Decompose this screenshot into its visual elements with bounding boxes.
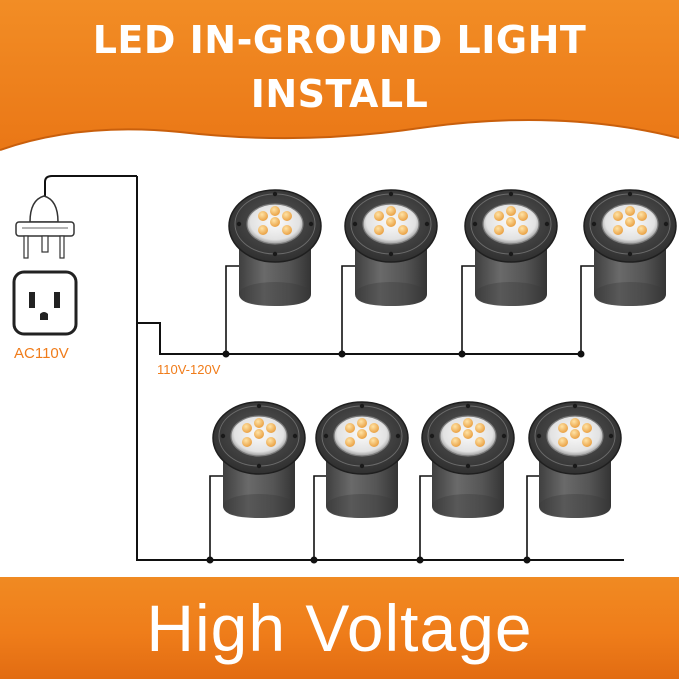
- bottom-row-junctions: [206, 556, 531, 564]
- in-ground-light-icon: [528, 401, 622, 519]
- in-ground-light-icon: [583, 189, 677, 307]
- top-row-wires: [225, 265, 596, 354]
- page-title-line-2: INSTALL: [250, 72, 429, 116]
- footer-banner: High Voltage: [0, 577, 679, 679]
- outlet-label: AC110V: [14, 345, 69, 362]
- top-row-junctions: [222, 350, 585, 358]
- in-ground-light-icon: [228, 189, 322, 307]
- in-ground-light-icon: [212, 401, 306, 519]
- header-banner: LED IN-GROUND LIGHT INSTALL: [0, 0, 679, 160]
- power-plug-icon: [15, 175, 137, 259]
- in-ground-light-icon: [464, 189, 558, 307]
- bottom-row-wires: [209, 475, 543, 560]
- in-ground-light-icon: [315, 401, 409, 519]
- in-ground-light-icon: [344, 189, 438, 307]
- wire-bus: [136, 176, 624, 561]
- header-banner-shape: [0, 0, 679, 151]
- footer-title: High Voltage: [146, 591, 533, 665]
- wall-outlet-icon: [12, 270, 78, 336]
- page-title-line-1: LED IN-GROUND LIGHT: [92, 18, 587, 62]
- voltage-label: 110V-120V: [157, 362, 221, 377]
- in-ground-light-icon: [421, 401, 515, 519]
